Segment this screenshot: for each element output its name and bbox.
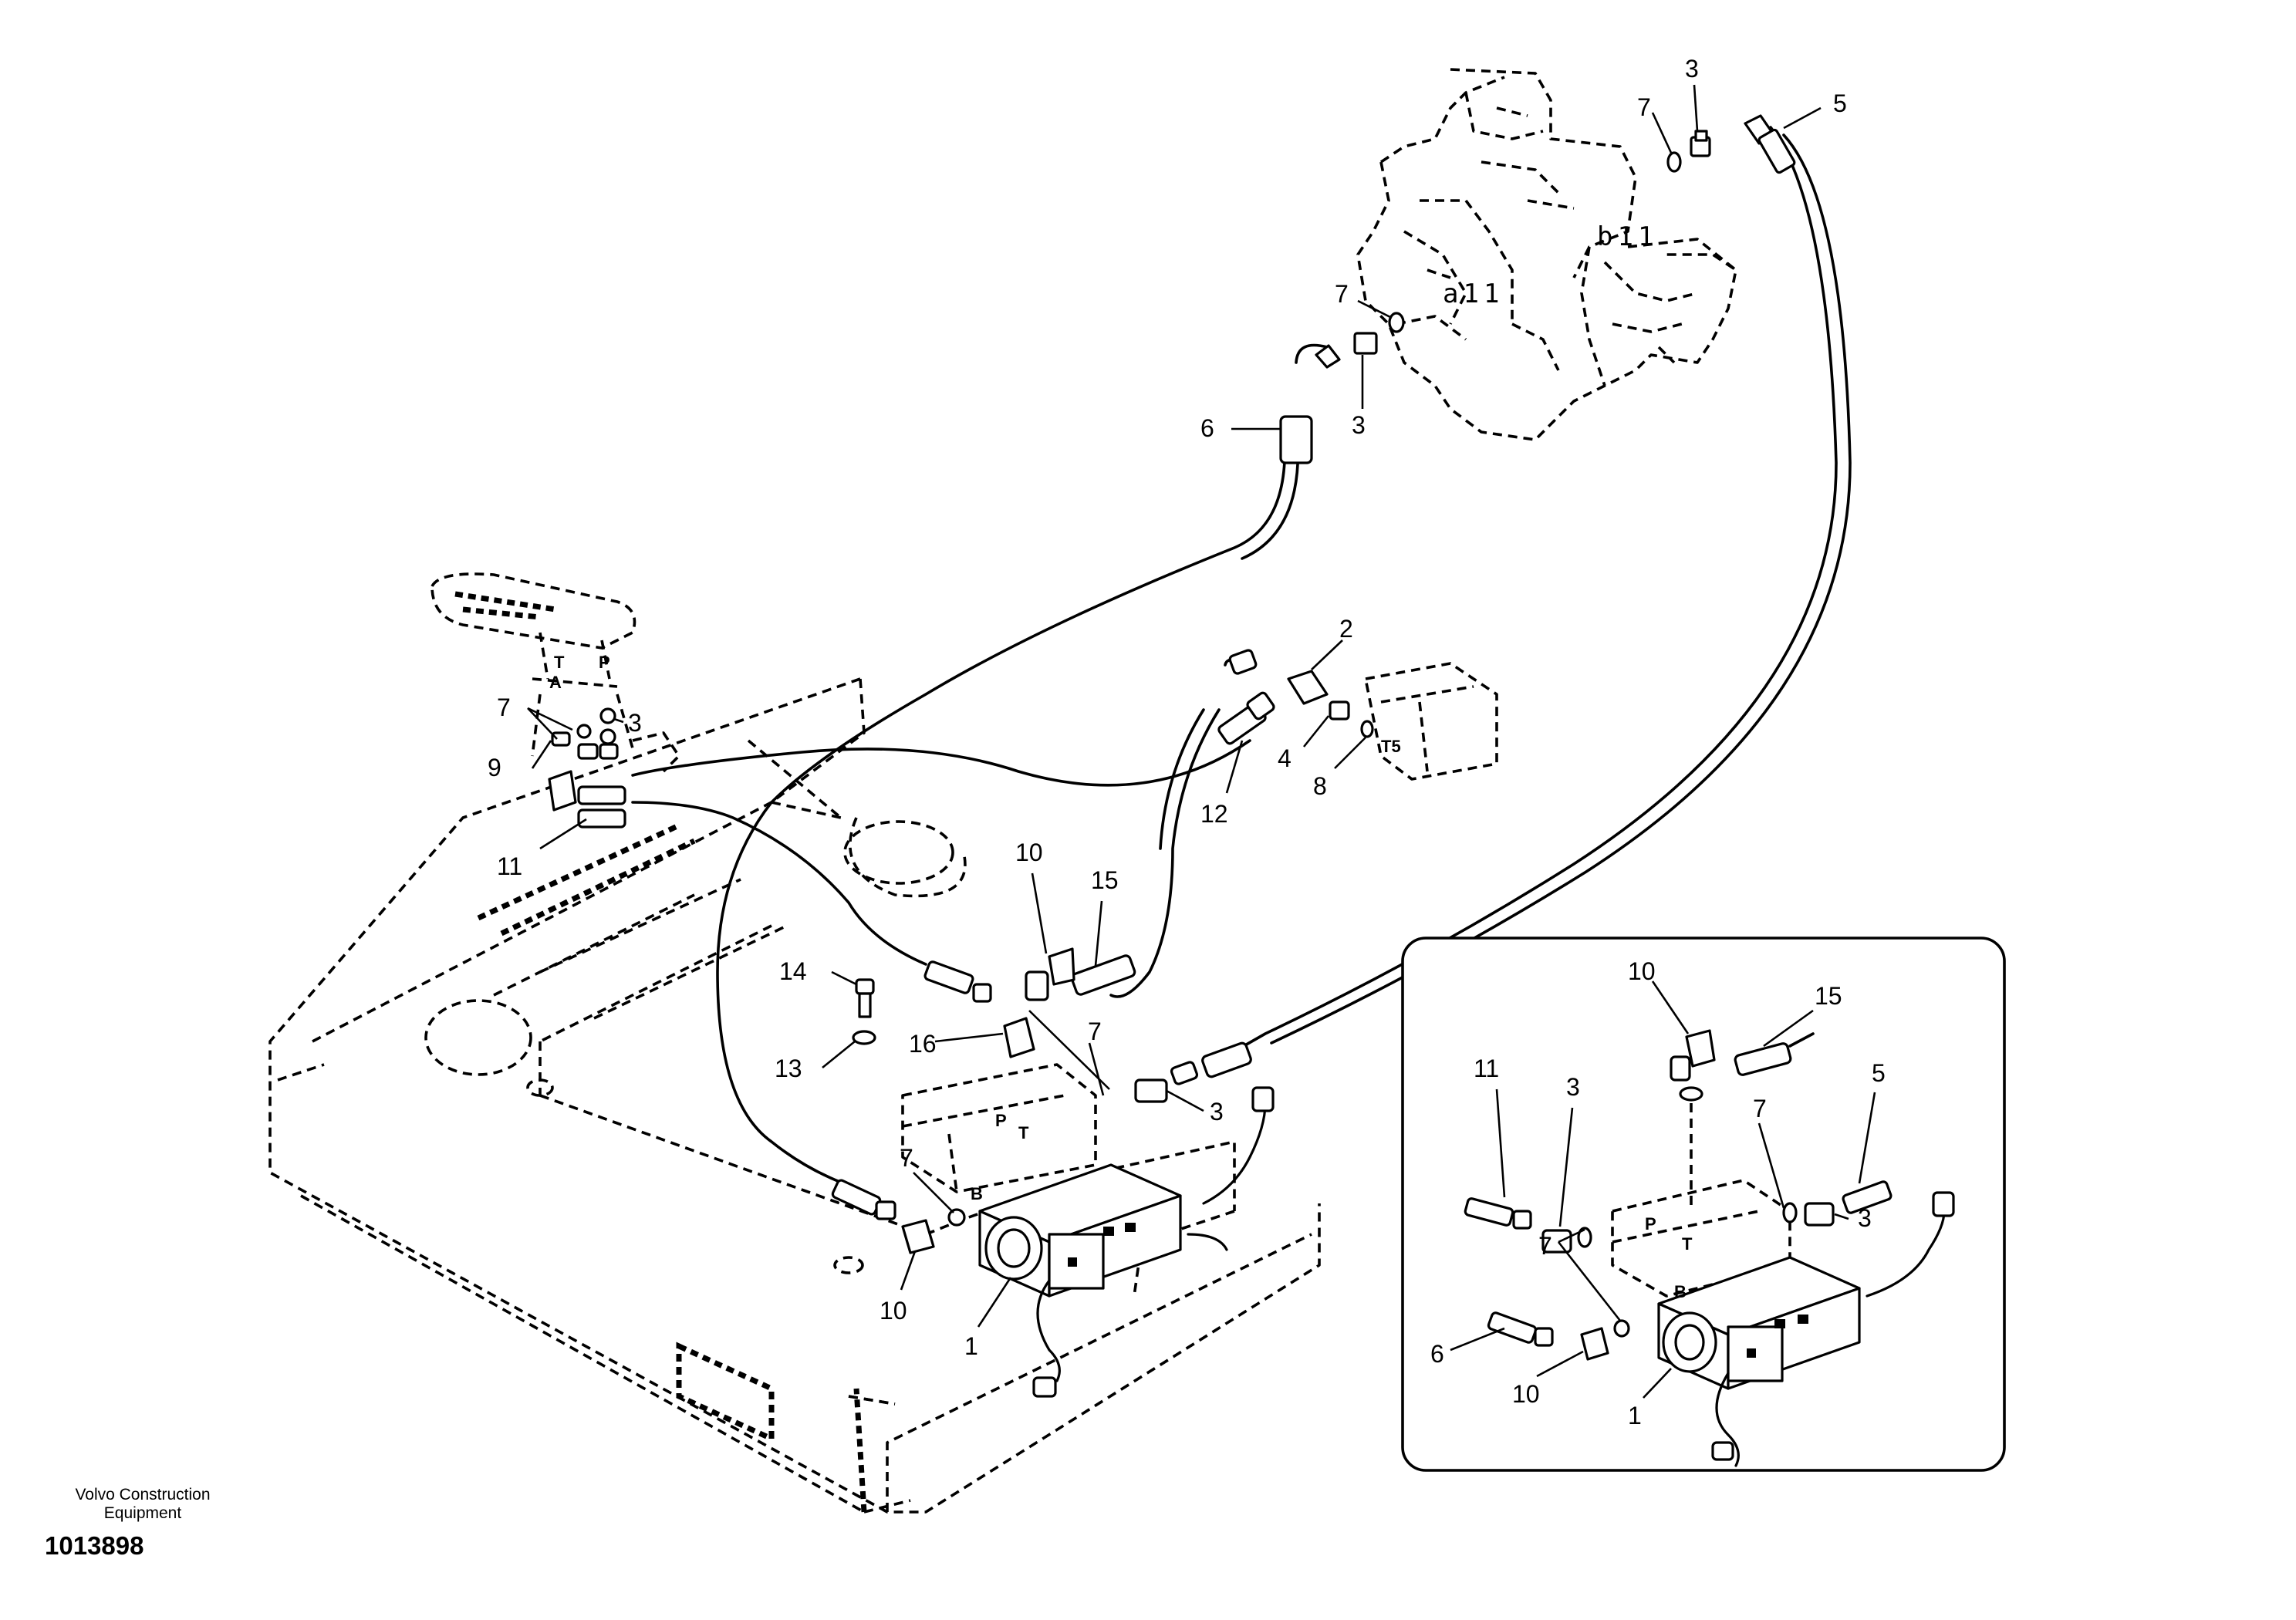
pedal-port-T: T [554,653,565,672]
callout-2: 2 [1339,615,1353,643]
inset-callout-5: 5 [1872,1059,1886,1087]
callout-7: 7 [1637,93,1651,121]
callout-12: 12 [1200,800,1228,828]
callout-13: 13 [775,1055,802,1082]
inset-callout-7: 7 [1753,1095,1767,1122]
valve-port-B: B [971,1184,983,1203]
solenoid-valve-main: B P T [901,1063,1275,1398]
callout-3: 3 [1352,411,1366,439]
callout-5: 5 [1833,89,1847,117]
callout-14: 14 [779,957,807,985]
callout-1: 1 [964,1332,978,1360]
callout-11: 11 [497,852,522,880]
pedal-port-P: P [599,653,610,672]
callout-7: 7 [900,1144,913,1172]
callout-labels: 5 3 7 7 3 6 2 4 8 12 7 3 9 11 10 15 14 1… [488,55,1886,1429]
callout-6: 6 [1200,414,1214,442]
pedal-port-A: A [549,673,562,692]
callout-9: 9 [488,754,501,781]
callout-10: 10 [880,1297,907,1325]
valve-port-T5: T5 [1381,737,1401,756]
valve-port-P: P [995,1111,1007,1130]
detail-inset: B P T [1401,937,2006,1472]
port-label-a11: a11 [1443,278,1504,309]
callout-10: 10 [1015,839,1043,866]
travel-pedal: T P A [430,572,680,773]
callout-7: 7 [1335,280,1349,308]
callout-7: 7 [497,694,511,721]
inset-callout-7: 7 [1538,1232,1552,1260]
document-number: 1013898 [45,1531,144,1560]
brand-line-2: Equipment [103,1504,182,1522]
callout-16: 16 [909,1030,937,1058]
callout-7: 7 [1088,1018,1102,1045]
callout-4: 4 [1278,744,1292,772]
inset-port-B: B [1674,1282,1687,1301]
callout-15: 15 [1091,866,1119,894]
control-valve-block: b11 a11 [1356,68,1737,441]
inset-port-T: T [1682,1234,1693,1254]
inset-callout-3: 3 [1566,1073,1580,1101]
brand-line-1: Volvo Construction [75,1486,211,1504]
port-label-b11: b11 [1597,221,1658,252]
inset-callout-10: 10 [1512,1380,1540,1408]
inset-port-P: P [1645,1214,1656,1234]
inset-callout-11: 11 [1474,1055,1499,1082]
inset-callout-1: 1 [1628,1402,1642,1429]
inset-callout-3: 3 [1858,1204,1872,1232]
callout-3: 3 [628,709,642,737]
inset-callout-15: 15 [1815,982,1842,1010]
callout-3: 3 [1685,55,1699,83]
brand-caption: Volvo Construction Equipment [54,1486,231,1523]
upper-frame-outline [268,677,1321,1514]
inset-callout-6: 6 [1430,1340,1444,1368]
fittings: T5 [548,114,1796,1254]
callout-8: 8 [1313,772,1327,800]
valve-port-T: T [1018,1123,1029,1142]
leader-lines [527,84,1876,1399]
inset-callout-10: 10 [1628,957,1656,985]
callout-3: 3 [1210,1098,1224,1126]
